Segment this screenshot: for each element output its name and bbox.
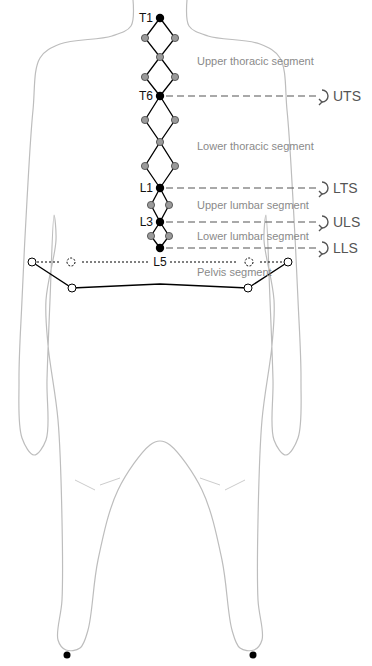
segment-name: Pelvis segment: [197, 267, 272, 278]
pelvis-point: [244, 284, 252, 292]
segment-name: Upper thoracic segment: [197, 56, 314, 67]
pelvis-point: [245, 258, 253, 266]
pelvis-axis: [260, 262, 283, 263]
vertebra-point: [156, 244, 164, 252]
segment-name: Upper lumbar segment: [197, 200, 309, 211]
vertebra-label: T1: [139, 12, 153, 24]
vertebra-point: [156, 14, 164, 22]
vertebra-label: L5: [151, 256, 168, 268]
marker-point: [141, 116, 148, 123]
segment-name: Lower lumbar segment: [197, 231, 309, 242]
marker-point: [147, 201, 154, 208]
level-line: [166, 187, 318, 188]
knee-mark: [225, 480, 245, 490]
knee-mark: [75, 480, 95, 490]
marker-point: [156, 138, 163, 145]
pelvis-point: [68, 284, 76, 292]
rotation-symbol: [322, 216, 328, 228]
pelvis-point: [28, 258, 36, 266]
vertebra-label: L1: [140, 182, 153, 194]
level-line: [166, 221, 318, 222]
marker-point: [171, 73, 178, 80]
marker-point: [165, 232, 172, 239]
level-line: [166, 247, 318, 248]
segment-code: UTS: [333, 89, 361, 103]
marker-point: [141, 162, 148, 169]
pelvis-point: [67, 258, 75, 266]
vertebra-point: [156, 218, 164, 226]
marker-point: [165, 201, 172, 208]
foot-marker: [64, 652, 71, 659]
pelvis-axis: [82, 262, 150, 263]
vertebra-label: T6: [139, 90, 153, 102]
pelvis-axis: [37, 262, 60, 263]
vertebra-label: L3: [140, 216, 153, 228]
marker-point: [147, 232, 154, 239]
knee-mark: [100, 478, 120, 485]
segment-name: Lower thoracic segment: [197, 141, 314, 152]
marker-point: [171, 116, 178, 123]
rotation-arrowhead: [319, 99, 322, 105]
pelvis-point: [284, 258, 292, 266]
rotation-symbol: [322, 90, 328, 102]
pelvis-axis: [170, 262, 238, 263]
rotation-symbol: [322, 182, 328, 194]
body-outline: [19, 0, 301, 651]
vertebra-point: [156, 92, 164, 100]
marker-point: [171, 34, 178, 41]
rotation-symbol: [322, 242, 328, 254]
level-line: [166, 95, 318, 96]
segment-code: LTS: [333, 181, 358, 195]
rotation-arrowhead: [319, 191, 322, 197]
rotation-arrowhead: [319, 251, 322, 257]
vertebra-point: [156, 184, 164, 192]
segment-code: LLS: [333, 241, 358, 255]
marker-point: [141, 34, 148, 41]
marker-point: [141, 73, 148, 80]
rotation-arrowhead: [319, 225, 322, 231]
segment-code: ULS: [333, 215, 360, 229]
marker-point: [156, 53, 163, 60]
marker-point: [171, 162, 178, 169]
foot-marker: [250, 652, 257, 659]
knee-mark: [200, 478, 220, 485]
